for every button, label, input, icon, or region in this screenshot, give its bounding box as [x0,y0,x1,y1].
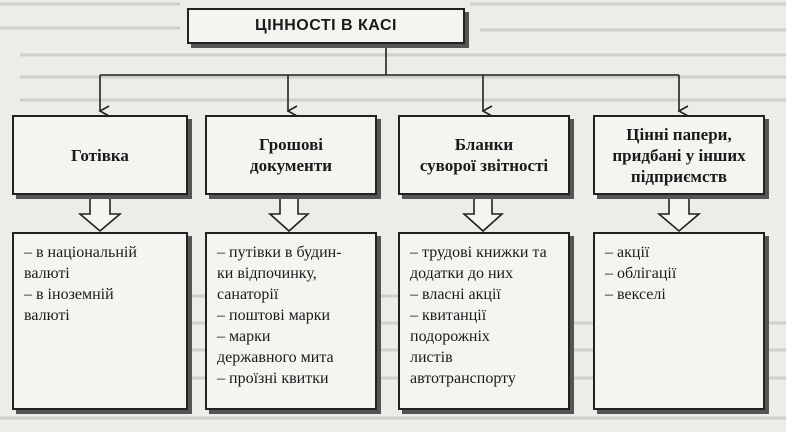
list-item: – квитанції подорожніх листів автотрансп… [410,307,516,387]
list-money-documents: – путівки в будин- ки відпочинку, санато… [205,232,377,410]
list-item: – акції [605,244,650,261]
block-arrow-3 [461,196,505,233]
list-item: – проїзні квитки [217,370,329,387]
diagram-title: ЦІННОСТІ В КАСІ [187,8,465,44]
list-item: – поштові марки [217,307,331,324]
block-arrow-4 [656,196,702,233]
list-item: – в іноземній валюті [24,286,114,324]
diagram-title-text: ЦІННОСТІ В КАСІ [255,17,397,34]
list-item: – власні акції [410,286,501,303]
block-arrow-1 [77,196,123,233]
category-label: Бланки суворої звітності [419,135,549,175]
category-label: Готівка [71,145,129,165]
category-label: Цінні папери, придбані у інших підприємс… [612,124,746,186]
list-item: – марки державного мита [217,328,334,366]
list-cash: – в національній валюті – в іноземній ва… [12,232,188,410]
list-strict-forms: – трудові книжки та додатки до них – вла… [398,232,570,410]
list-item: – в національній валюті [24,244,137,282]
list-item: – трудові книжки та додатки до них [410,244,547,282]
list-item: – векселі [605,286,666,303]
category-strict-forms: Бланки суворої звітності [398,115,570,195]
category-money-documents: Грошові документи [205,115,377,195]
list-securities: – акції – облігації – векселі [593,232,765,410]
list-item: – облігації [605,265,677,282]
category-cash: Готівка [12,115,188,195]
category-label: Грошові документи [250,135,332,175]
block-arrow-2 [267,196,311,233]
category-securities: Цінні папери, придбані у інших підприємс… [593,115,765,195]
list-item: – путівки в будин- ки відпочинку, санато… [217,244,342,303]
